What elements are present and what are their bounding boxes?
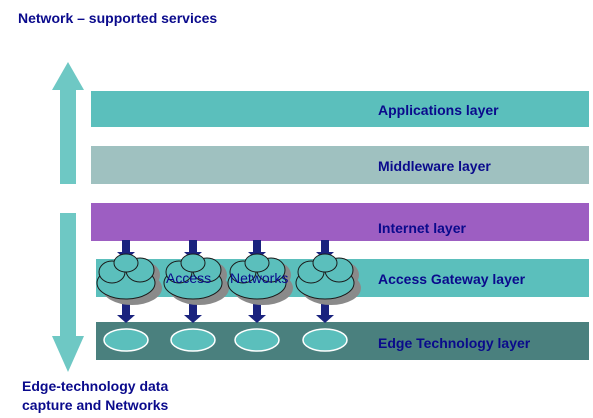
edge-node-4 [302,328,348,352]
applications-layer-label: Applications layer [378,102,499,118]
bottom-caption-line-1: Edge-technology data [22,378,169,394]
applications-layer: Applications layer [91,91,589,127]
internet-layer-label: Internet layer [378,220,466,236]
access-label: Access [166,270,211,286]
access-gateway-layer-label: Access Gateway layer [378,271,526,287]
networks-label: Networks [230,270,288,286]
up-arrow [52,62,84,184]
internet-layer: Internet layer [91,203,589,241]
top-caption: Network – supported services [18,10,218,26]
edge-technology-layer-label: Edge Technology layer [378,335,531,351]
middleware-layer: Middleware layer [91,146,589,184]
down-arrow [52,213,84,372]
cloud-3 [227,253,293,305]
bottom-caption-line-2: capture and Networks [22,397,169,413]
cloud-2 [163,253,229,305]
edge-node-3 [234,328,280,352]
edge-node-1 [103,328,149,352]
middleware-layer-label: Middleware layer [378,158,491,174]
cloud-1 [96,253,162,305]
edge-node-2 [170,328,216,352]
cloud-4 [295,253,361,305]
